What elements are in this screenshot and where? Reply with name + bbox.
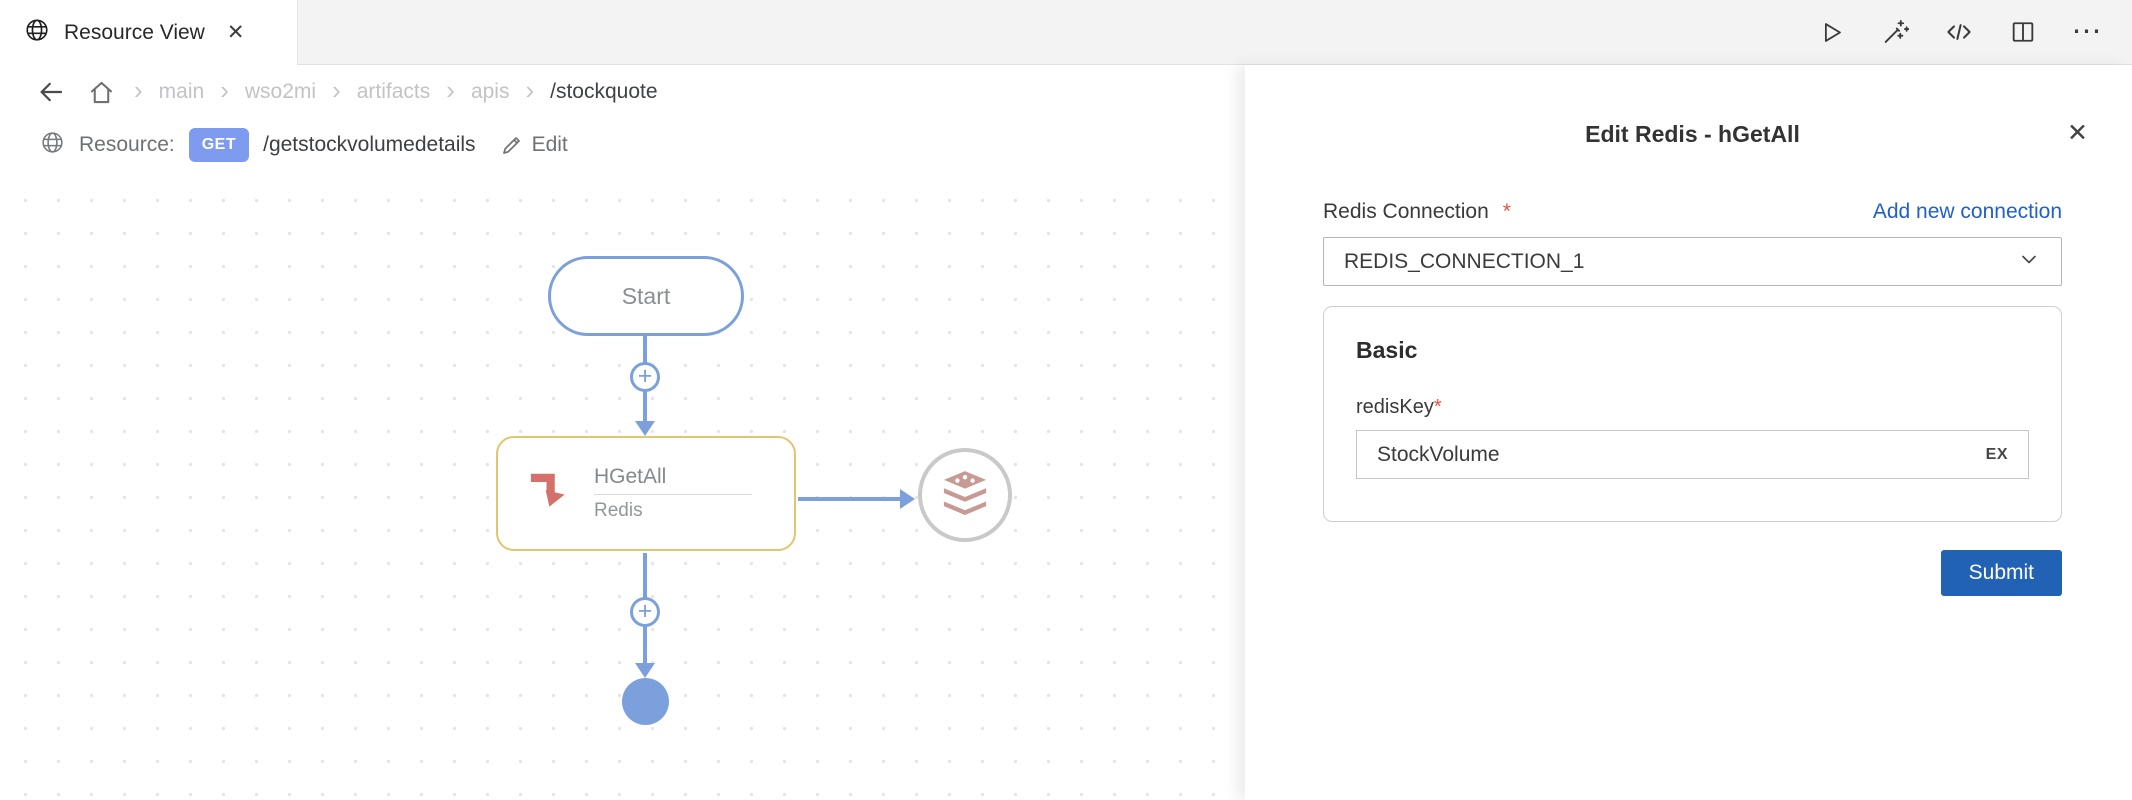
breadcrumb-separator: › [446,75,455,105]
panel-close-icon[interactable]: ✕ [2067,119,2088,147]
breadcrumb-item-artifacts[interactable]: artifacts [356,80,431,103]
edit-redis-panel: Edit Redis - hGetAll ✕ Redis Connection *… [1245,65,2132,800]
add-mediator-button-bottom[interactable]: + [630,597,660,627]
connection-label: Redis Connection * [1323,200,1511,224]
edit-label: Edit [531,133,568,156]
node-subtitle: Redis [594,500,643,521]
pencil-icon [502,137,520,154]
ai-assist-button[interactable] [1878,15,1912,49]
tab-resource-view[interactable]: Resource View ✕ [0,0,297,65]
submit-button[interactable]: Submit [1940,550,2062,596]
redis-operation-icon [526,468,572,519]
home-icon [90,81,112,103]
add-mediator-button-top[interactable]: + [630,362,660,392]
arrowhead-right-icon [900,489,915,509]
tab-bar-actions: ⋯ [297,0,2132,65]
resource-header: Resource: GET /getstockvolumedetails Edi… [0,119,2132,171]
mediation-flow-canvas[interactable]: Start + HGetAll Redis [0,172,1244,800]
breadcrumb-separator: › [134,75,143,105]
magic-wand-icon [1884,19,1909,43]
redis-connection-node[interactable] [918,448,1012,542]
connection-field-row: Redis Connection * Add new connection [1323,200,2062,224]
add-new-connection-link[interactable]: Add new connection [1872,200,2062,223]
globe-icon [40,130,65,161]
arrowhead-down-icon [635,663,655,678]
basic-section-title: Basic [1356,337,1418,363]
arrowhead-down-icon [635,421,655,436]
expression-toggle-badge[interactable]: EX [1985,445,2008,463]
back-button[interactable] [34,75,68,109]
redis-logo-icon [938,466,992,525]
connection-select-value: REDIS_CONNECTION_1 [1344,249,1585,273]
resource-label: Resource: [79,133,175,156]
breadcrumb-item-wso2mi[interactable]: wso2mi [244,80,317,103]
breadcrumb-item-main[interactable]: main [158,80,205,103]
breadcrumb-separator: › [332,75,341,105]
rediskey-input-wrapper: EX [1356,430,2029,479]
code-icon [1947,24,1971,40]
end-node[interactable] [622,678,669,725]
split-editor-button[interactable] [2006,15,2040,49]
split-editor-icon [2012,22,2034,42]
required-asterisk: * [1502,200,1511,223]
start-node[interactable]: Start [548,256,744,336]
more-actions-button[interactable]: ⋯ [2071,15,2103,48]
arrow-left-icon [40,82,63,102]
tab-title: Resource View [64,20,205,44]
connector-line [798,497,900,501]
node-text: HGetAll Redis [594,465,752,522]
tab-close-icon[interactable]: ✕ [226,21,245,44]
http-method-badge: GET [188,128,250,162]
breadcrumb-separator: › [525,75,535,105]
rediskey-input[interactable] [1377,442,1974,467]
breadcrumb-item-apis[interactable]: apis [470,80,510,103]
show-source-button[interactable] [1942,15,1976,49]
rediskey-label-text: redisKey [1356,396,1434,418]
submit-row: Submit [1323,550,2062,596]
breadcrumb: › main › wso2mi › artifacts › apis › /st… [0,65,2132,119]
start-node-label: Start [621,282,671,309]
edit-resource-button[interactable]: Edit [500,133,568,157]
hgetall-mediator-node[interactable]: HGetAll Redis [496,436,796,551]
connection-select[interactable]: REDIS_CONNECTION_1 [1323,237,2062,286]
basic-section-card: Basic redisKey* EX [1323,306,2062,522]
home-button[interactable] [84,75,118,109]
breadcrumb-current[interactable]: /stockquote [550,80,658,103]
rediskey-label: redisKey* [1356,396,2029,419]
panel-title: Edit Redis - hGetAll [1585,121,1800,147]
run-button[interactable] [1814,15,1848,49]
resource-path: /getstockvolumedetails [263,133,476,156]
globe-icon [24,17,50,49]
play-icon [1824,22,1841,42]
editor-tab-bar: Resource View ✕ [0,0,2132,65]
breadcrumb-separator: › [220,75,229,105]
node-title: HGetAll [594,465,752,495]
connection-label-text: Redis Connection [1323,200,1489,223]
required-asterisk: * [1433,396,1442,418]
chevron-down-icon [2017,247,2041,277]
